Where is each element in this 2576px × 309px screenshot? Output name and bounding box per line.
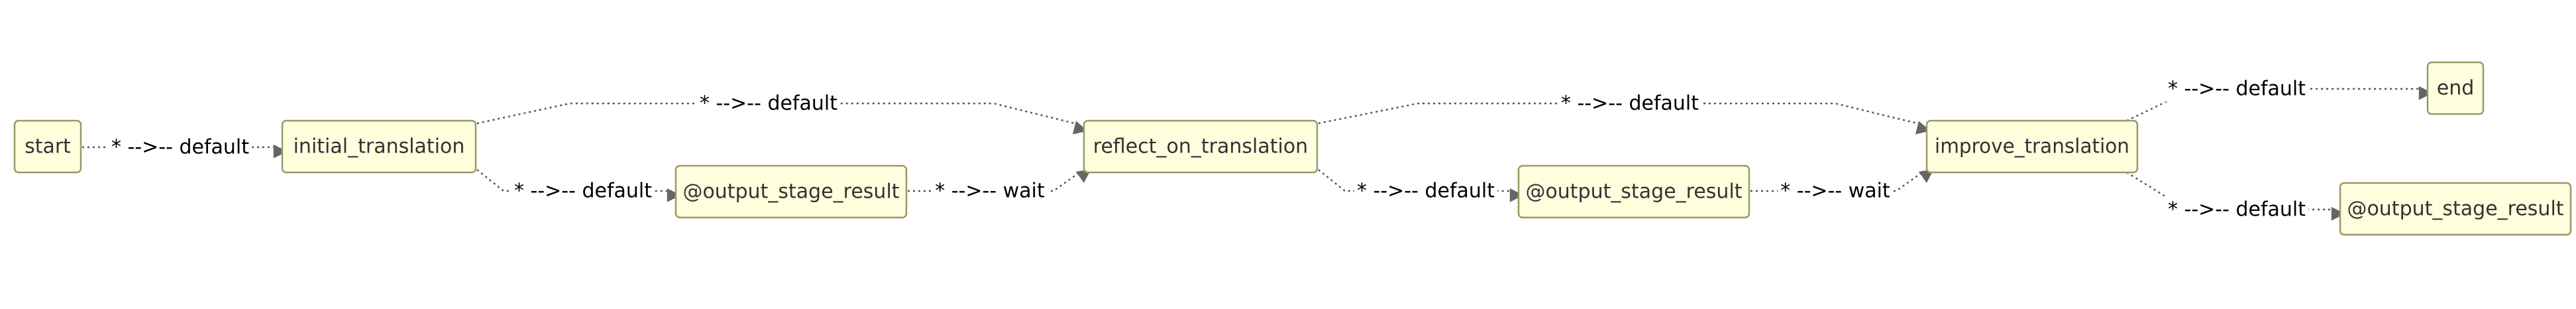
- edge-reflect_on_translation-to-output2: [1318, 169, 1524, 202]
- edge-label-background: [1558, 90, 1702, 117]
- node-box: [1083, 119, 1318, 174]
- edge-label: * -->-- default: [1561, 92, 1699, 115]
- edge-initial_translation-to-output1: [476, 169, 681, 202]
- node-output2[interactable]: @output_stage_result: [1517, 164, 1750, 219]
- node-label: initial_translation: [294, 135, 465, 158]
- node-label: end: [2437, 77, 2475, 100]
- edge-line: [476, 102, 1088, 135]
- edge-label-background: [696, 90, 841, 117]
- edge-label-background: [108, 134, 252, 160]
- node-box: [674, 164, 908, 219]
- node-label: @output_stage_result: [682, 180, 899, 204]
- node-start[interactable]: start: [13, 119, 82, 174]
- edge-label-background: [2165, 76, 2309, 102]
- node-output3[interactable]: @output_stage_result: [2339, 182, 2572, 236]
- edge-line: [1318, 102, 1931, 135]
- edge-label: * -->-- default: [111, 136, 249, 159]
- edge-label: * -->-- default: [2168, 78, 2306, 101]
- edge-label: * -->-- wait: [1780, 180, 1890, 203]
- edge-label-group: * -->-- wait: [932, 178, 1047, 204]
- node-box: [281, 119, 477, 174]
- edge-label-group: * -->-- default: [1354, 178, 1498, 204]
- node-end[interactable]: end: [2426, 61, 2485, 115]
- edge-label: * -->-- default: [700, 92, 837, 115]
- edge-label-group: * -->-- default: [696, 90, 841, 117]
- node-box: [13, 119, 82, 174]
- edge-label-background: [2165, 196, 2309, 223]
- node-box: [2339, 182, 2572, 236]
- edge-label-group: * -->-- default: [2165, 76, 2309, 102]
- edge-label: * -->-- wait: [935, 180, 1045, 203]
- edge-label-group: * -->-- default: [511, 178, 655, 204]
- node-label: @output_stage_result: [1525, 180, 1742, 204]
- edge-line: [476, 169, 681, 202]
- node-box: [1925, 119, 2139, 174]
- edge-label: * -->-- default: [2168, 198, 2306, 221]
- edge-label: * -->-- default: [1357, 180, 1495, 203]
- edge-label-background: [511, 178, 655, 204]
- edge-labels-layer: * -->-- default * -->-- default * -->-- de…: [108, 76, 2309, 223]
- node-label: reflect_on_translation: [1093, 135, 1308, 158]
- node-initial-translation[interactable]: initial_translation: [281, 119, 477, 174]
- node-label: @output_stage_result: [2347, 198, 2563, 221]
- node-output1[interactable]: @output_stage_result: [674, 164, 908, 219]
- node-label: improve_translation: [1935, 135, 2129, 158]
- edge-label-group: * -->-- wait: [1778, 178, 1893, 204]
- nodes-layer: start initial_translation @output_stage_re…: [13, 61, 2572, 236]
- edge-line: [1318, 169, 1524, 202]
- node-improve-translation[interactable]: improve_translation: [1925, 119, 2139, 174]
- edge-label-group: * -->-- default: [1558, 90, 1702, 117]
- edge-label-background: [932, 178, 1047, 204]
- edge-label-background: [1354, 178, 1498, 204]
- edge-label: * -->-- default: [514, 180, 652, 203]
- node-label: start: [25, 135, 71, 158]
- edge-label-group: * -->-- default: [108, 134, 252, 160]
- edge-label-group: * -->-- default: [2165, 196, 2309, 223]
- node-box: [2426, 61, 2485, 115]
- node-reflect-on-translation[interactable]: reflect_on_translation: [1083, 119, 1318, 174]
- edge-label-background: [1778, 178, 1893, 204]
- node-box: [1517, 164, 1750, 219]
- edge-reflect_on_translation-to-improve_translation: [1318, 102, 1931, 135]
- edge-initial_translation-to-reflect_on_translation: [476, 102, 1088, 135]
